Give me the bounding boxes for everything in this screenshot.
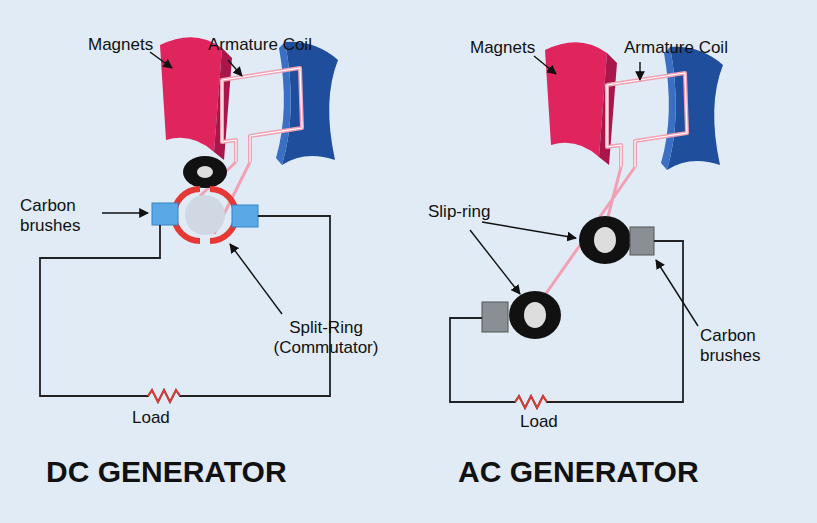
leader-line [228, 60, 242, 76]
carbon-brush [232, 205, 258, 227]
leader-line [482, 222, 576, 238]
leader-line [470, 230, 520, 294]
commutator-bore [197, 166, 213, 178]
leader-line [534, 56, 556, 74]
leader-line [656, 260, 698, 326]
part-label: Split-Ring (Commutator) [258, 318, 394, 357]
slip-ring-bore [524, 302, 546, 328]
slip-ring [579, 216, 631, 264]
leader-line [639, 62, 640, 80]
part-label: Magnets [470, 38, 535, 58]
armature-coil [607, 73, 687, 167]
slip-ring-bore [594, 227, 616, 253]
part-label: Magnets [88, 35, 153, 55]
carbon-brush [630, 227, 654, 255]
slip-ring [509, 291, 561, 339]
north-magnet [545, 42, 607, 157]
part-label: Carbon brushes [20, 196, 98, 235]
circuit-wire [450, 241, 683, 408]
leader-line [150, 52, 172, 68]
north-magnet [160, 37, 222, 152]
title-label: AC GENERATOR [458, 455, 699, 490]
leader-line [102, 212, 148, 213]
commutator-core [185, 195, 225, 235]
magnet-face [661, 47, 676, 170]
part-label: Load [132, 408, 170, 428]
carbon-brush [482, 302, 508, 332]
resistor-symbol [515, 396, 547, 408]
commutator-body [183, 156, 227, 188]
leader-line [230, 244, 282, 314]
part-label: Armature Coil [624, 38, 728, 58]
part-label: Armature Coil [208, 35, 312, 55]
part-label: Slip-ring [428, 202, 490, 222]
carbon-brush [152, 203, 178, 225]
circuit-wire [40, 216, 330, 402]
magnet-face [276, 42, 291, 165]
title-label: DC GENERATOR [46, 455, 287, 490]
part-label: Carbon brushes [700, 326, 778, 365]
resistor-symbol [148, 390, 180, 402]
part-label: Load [520, 412, 558, 432]
ac-generator [450, 42, 723, 408]
